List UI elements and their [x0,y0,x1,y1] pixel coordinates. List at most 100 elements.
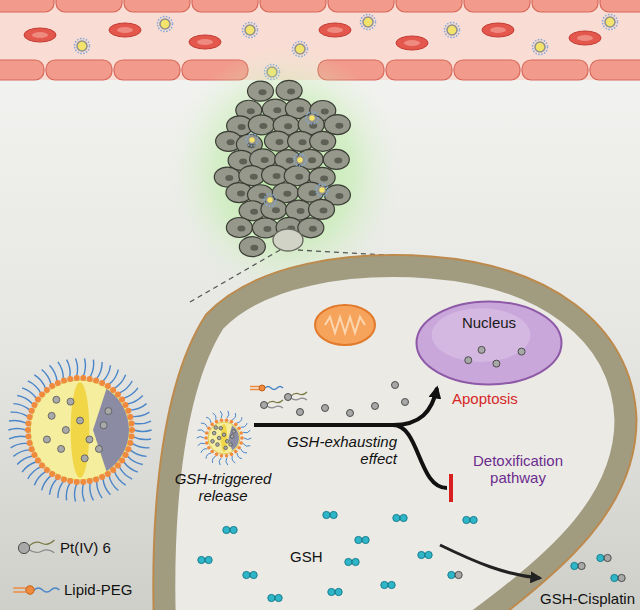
nanoparticle-halo [243,23,258,38]
nanoparticle-halo [306,112,318,124]
lipid-head [207,426,211,430]
tumor-cell-nucleus [334,157,342,163]
peg-brush [90,360,94,377]
red-blood-cell-center [32,32,48,38]
nanoparticle-halo [603,15,618,30]
gsh [268,594,275,601]
red-blood-cell-center [117,27,133,33]
lipid-head [27,440,33,446]
tumor-cell-nucleus [259,89,267,95]
process-label: GSH-triggered release [168,470,278,505]
pt-complex [105,408,112,415]
lipid-head [25,427,31,433]
lipid-head [39,391,45,397]
peg-brush [82,484,84,502]
tumor-cell-nucleus [299,139,307,145]
lipid-head [123,402,129,408]
peg-brush [17,396,32,404]
pt-complex [58,445,65,452]
tumor-cell-nucleus [335,123,343,129]
lipid-head [225,454,229,458]
peg-brush [97,481,102,498]
nanoparticle-halo [445,23,460,38]
peg-brush [241,449,247,453]
nanoparticle [77,41,87,51]
lipid-head [205,441,209,445]
peg-brush [11,412,28,416]
pt-complex [86,436,93,443]
peg-brush [103,479,110,495]
endothelial-cell [396,0,462,12]
tumor-cell-nucleus [227,139,235,145]
endothelial-cell [56,0,122,12]
cisplatin [347,410,354,417]
tumor-cell [248,115,274,135]
peg-brush [50,365,57,381]
red-blood-cell [189,35,221,49]
lipid-head [129,420,135,426]
lipid-head [80,479,86,485]
lipid-head [44,467,50,473]
gsh [425,551,432,558]
peg-brush [212,456,215,463]
lipid-head [110,387,116,393]
tumor-cell [226,218,252,238]
red-blood-cell [569,31,601,45]
tumor-cell [264,131,290,151]
nanoparticle-halo [264,194,276,206]
gsh-cisplatin [578,562,585,569]
gsh [463,516,470,523]
peg-chain [34,588,59,592]
nanoparticle [309,115,316,122]
tumor-cell-nucleus [295,174,303,180]
lipid-head [225,418,229,422]
legend-sample [13,586,59,594]
tumor-cell-nucleus [335,193,343,199]
peg-brush [201,449,207,453]
tumor-cell-nucleus [272,207,280,213]
peg-brush [50,479,57,495]
peg-brush [22,462,36,472]
peg-brush [17,456,32,464]
cisplatin [518,348,525,355]
tumor-cell-nucleus [239,158,247,164]
lipid-head [99,474,105,480]
mitochondrion [315,305,375,345]
peg-brush [243,430,250,433]
tumor-cell-nucleus [286,158,294,164]
pt-tail [291,398,307,400]
tumor-cell-nucleus [250,245,258,251]
tumor-cell-nucleus [259,193,267,199]
peg-brush [237,453,242,459]
molecule-label: GSH [290,548,323,565]
lipid-head [80,375,86,381]
tumor-cell-nucleus [320,207,328,213]
inhibit-arrow [393,425,447,488]
gsh [323,511,330,518]
pt-complex [261,402,268,409]
red-blood-cell-center [490,27,506,33]
nucleus-outline [417,302,562,385]
pt-complex [211,439,215,443]
tumor-cell-nucleus [250,174,258,180]
gsh-cisplatin [455,571,462,578]
lipid-head [210,423,214,427]
mitochondrion-crista [325,317,365,333]
lipid-head [215,453,219,457]
tumor-cell-nucleus [309,123,317,129]
red-blood-cell-center [327,27,343,33]
peg-brush [8,429,26,431]
endothelial-cell [386,60,452,80]
tumor-cell-nucleus [320,175,328,181]
lipid-head [55,474,61,480]
peg-brush [103,365,110,381]
lipid-head [119,396,125,402]
pt-complex [230,435,234,439]
endothelial-cell [114,60,180,80]
tumor-cell-nucleus [287,88,295,94]
lipid-head [61,476,67,482]
nanoparticle [160,19,170,29]
peg-brush [34,375,45,389]
